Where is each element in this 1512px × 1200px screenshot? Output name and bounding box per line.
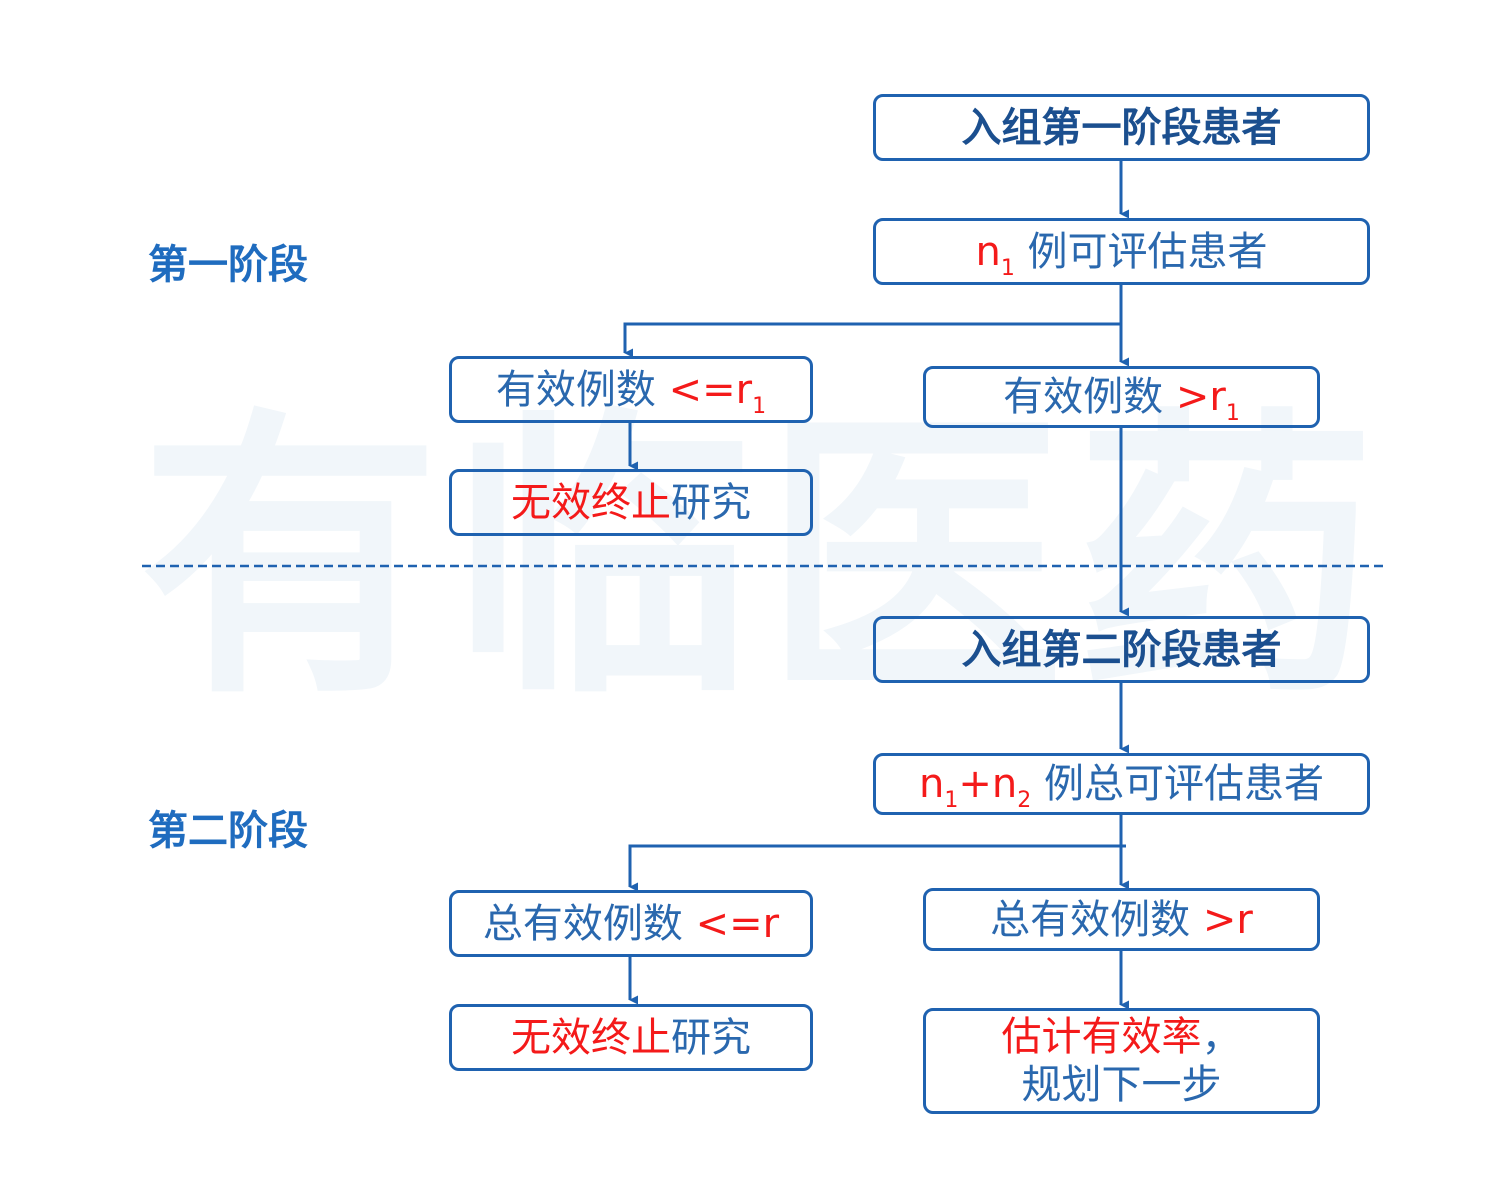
box-label: 总有效例数 <=r [483, 900, 779, 948]
box-label: n1+n2 例总可评估患者 [919, 760, 1324, 812]
box-label: 有效例数 <=r1 [495, 366, 766, 418]
label-text: 例可评估患者 [1027, 228, 1268, 275]
condition: >r [1175, 374, 1226, 420]
label-red: 无效终止 [511, 479, 671, 526]
label-red: 无效终止 [511, 1014, 671, 1061]
label-blue: 研究 [671, 479, 751, 526]
box-label: 入组第二阶段患者 [961, 626, 1282, 673]
comma: ， [1201, 1014, 1242, 1060]
label-text: 例总可评估患者 [1043, 761, 1324, 807]
subscript: 1 [752, 393, 767, 419]
n1-symbol: n [919, 761, 945, 807]
label-red: 估计有效率 [1001, 1014, 1202, 1060]
enroll-stage1-box: 入组第一阶段患者 [873, 94, 1370, 161]
condition: <=r [668, 366, 753, 413]
condition: >r [1202, 896, 1253, 943]
enroll-stage2-box: 入组第二阶段患者 [873, 616, 1370, 683]
box-line-2: 规划下一步 [1021, 1062, 1222, 1108]
arrow [628, 844, 1126, 887]
evaluable-stage1-box: n1 例可评估患者 [873, 218, 1370, 285]
subscript: 1 [1000, 255, 1015, 281]
condition: <=r [695, 900, 780, 947]
box-label: 有效例数 >r1 [1003, 373, 1240, 425]
evaluable-total-box: n1+n2 例总可评估患者 [873, 753, 1370, 815]
stage1-label: 第一阶段 [148, 242, 308, 288]
n1-symbol: n [975, 228, 1001, 275]
responses-gt-r1-box: 有效例数 >r1 [923, 366, 1320, 428]
label-text: 有效例数 [1003, 374, 1176, 420]
stop-study-stage1-box: 无效终止研究 [449, 469, 813, 536]
arrow [623, 322, 1121, 353]
box-label: 入组第一阶段患者 [961, 104, 1282, 151]
subscript: 2 [1017, 788, 1032, 813]
estimate-efficacy-box: 估计有效率， 规划下一步 [923, 1008, 1320, 1114]
box-label: n1 例可评估患者 [975, 228, 1268, 280]
total-responses-le-r-box: 总有效例数 <=r [449, 890, 813, 957]
label-blue: 研究 [671, 1014, 751, 1061]
subscript: 1 [944, 788, 959, 813]
box-label: 总有效例数 >r [990, 896, 1253, 944]
responses-le-r1-box: 有效例数 <=r1 [449, 356, 813, 423]
label-text: 有效例数 [495, 366, 669, 413]
watermark: 有临医药 [140, 385, 1388, 734]
box-label: 无效终止研究 [511, 479, 751, 527]
box-label: 无效终止研究 [511, 1014, 751, 1062]
box-line-1: 估计有效率， [1002, 1013, 1242, 1061]
label-text: 总有效例数 [482, 900, 696, 947]
stop-study-stage2-box: 无效终止研究 [449, 1004, 813, 1071]
total-responses-gt-r-box: 总有效例数 >r [923, 888, 1320, 951]
subscript: 1 [1225, 401, 1240, 426]
stage2-label: 第二阶段 [148, 808, 308, 854]
label-text: 总有效例数 [990, 896, 1203, 943]
n2-symbol: +n [958, 761, 1018, 807]
